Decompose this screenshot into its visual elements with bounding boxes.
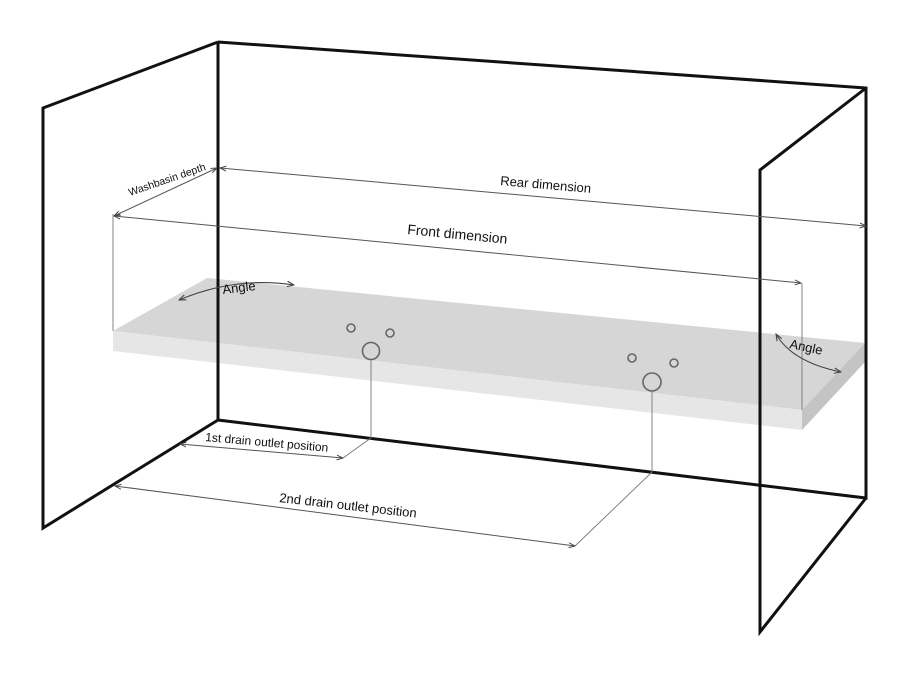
drain-outlet-2 [642, 372, 662, 392]
angle-label-right: Angle [788, 336, 824, 358]
countertop-top-surface [113, 278, 865, 410]
rear-dimension-label: Rear dimension [500, 173, 592, 196]
right-wall-outline [758, 86, 868, 637]
first-drain-dimension-line [180, 444, 343, 458]
front-dimension-label: Front dimension [407, 221, 508, 247]
countertop-front-edge [113, 331, 802, 430]
countertop-side-edge [802, 343, 865, 430]
washbasin-depth-dimension [114, 168, 217, 216]
left-wall-outline [41, 40, 219, 531]
tap-hole-1a [346, 323, 356, 333]
angle-label-left: Angle [222, 278, 257, 297]
tap-hole-2a [627, 353, 637, 363]
back-wall-outline [216, 40, 868, 500]
tap-hole-1b [385, 328, 395, 338]
washbasin-depth-label: Washbasin depth [127, 161, 207, 199]
drain1-leader [342, 437, 372, 459]
angle-arc-right [776, 334, 841, 372]
front-dimension-line [114, 216, 801, 283]
second-drain-dimension-line [115, 486, 575, 546]
tap-hole-2b [669, 358, 679, 368]
drain2-leader [574, 471, 653, 547]
drain-outlet-1 [361, 341, 381, 361]
angle-arc-left [179, 283, 294, 300]
